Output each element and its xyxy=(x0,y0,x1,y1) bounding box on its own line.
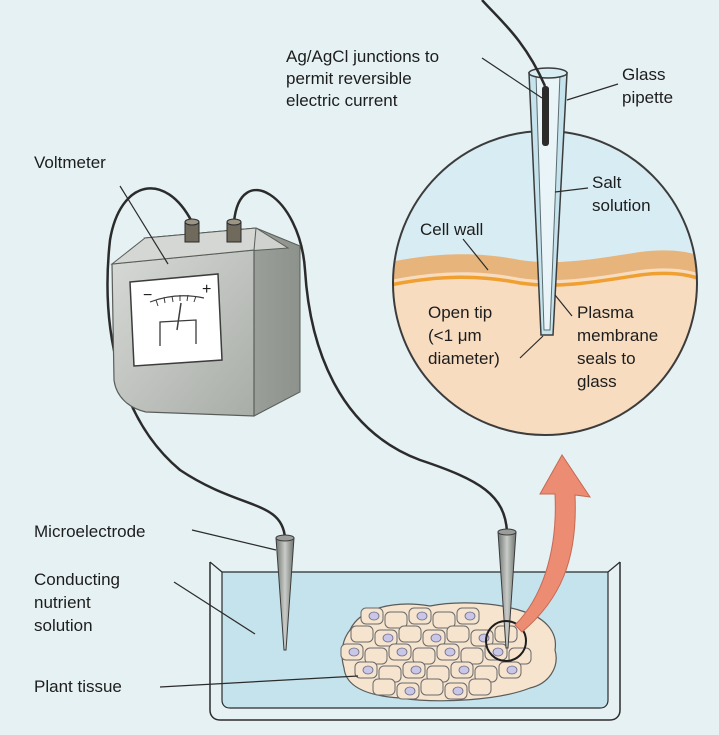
cell-nucleus xyxy=(348,647,360,657)
cell-nucleus xyxy=(492,647,504,657)
label-plasma-line1: Plasma xyxy=(577,303,634,322)
tissue-cell xyxy=(384,611,408,629)
leader-microelectrode xyxy=(191,529,277,551)
label-cell-wall: Cell wall xyxy=(420,220,483,239)
leader-plant-tissue xyxy=(159,675,359,688)
leader-pipette xyxy=(566,83,619,101)
tissue-cell xyxy=(446,625,470,643)
magnify-arrow xyxy=(514,454,592,633)
label-conducting-solution: Conducting nutrient solution xyxy=(34,570,125,635)
measuring-microelectrode xyxy=(497,528,517,649)
voltmeter-terminal-right xyxy=(226,218,242,243)
label-open-tip-line1: Open tip xyxy=(428,303,492,322)
leader-cell-wall xyxy=(462,238,489,271)
label-conducting-line1: Conducting xyxy=(34,570,120,589)
cell-nucleus xyxy=(464,611,476,621)
label-pipette-line2: pipette xyxy=(622,88,673,107)
tissue-cell xyxy=(350,625,374,643)
cell-nucleus xyxy=(452,686,464,696)
cell-nucleus xyxy=(506,665,518,675)
cell-nucleus xyxy=(416,611,428,621)
plant-tissue xyxy=(340,602,557,702)
label-glass-pipette: Glass pipette xyxy=(622,65,673,107)
cell-nucleus xyxy=(458,665,470,675)
tissue-cell xyxy=(398,625,422,643)
label-salt-solution: Salt solution xyxy=(592,173,651,215)
cell-nucleus xyxy=(404,686,416,696)
label-open-tip-line3: diameter) xyxy=(428,349,500,368)
cell-nucleus xyxy=(396,647,408,657)
glass-pipette xyxy=(481,0,568,336)
magnification-target-circle xyxy=(485,620,527,662)
voltmeter-terminal-left xyxy=(184,218,200,243)
leader-plasma xyxy=(554,294,573,317)
leader-open-tip xyxy=(519,335,544,359)
cell-nucleus xyxy=(368,611,380,621)
label-salt-line2: solution xyxy=(592,196,651,215)
label-plasma-line4: glass xyxy=(577,372,617,391)
tissue-cell xyxy=(372,678,396,696)
ag-agcl-electrode xyxy=(542,86,549,146)
leader-salt xyxy=(554,187,589,193)
cell-nucleus xyxy=(362,665,374,675)
label-open-tip: Open tip (<1 μm diameter) xyxy=(428,303,500,368)
label-conducting-line2: nutrient xyxy=(34,593,91,612)
label-junctions-line1: Ag/AgCl junctions to xyxy=(286,47,439,66)
leader-junctions xyxy=(481,57,543,99)
label-open-tip-line2: (<1 μm xyxy=(428,326,482,345)
meter-minus-sign: − xyxy=(143,287,152,304)
label-plant-tissue: Plant tissue xyxy=(34,677,122,696)
cell-nucleus xyxy=(430,633,442,643)
label-salt-line1: Salt xyxy=(592,173,622,192)
tissue-cell xyxy=(468,678,492,696)
label-pipette-line1: Glass xyxy=(622,65,665,84)
cytoplasm-region xyxy=(393,260,697,435)
label-voltmeter: Voltmeter xyxy=(34,153,106,172)
label-junctions-line3: electric current xyxy=(286,91,398,110)
voltmeter-device: − + xyxy=(110,218,301,417)
pipette-wire xyxy=(481,0,547,87)
cell-nucleus xyxy=(410,665,422,675)
label-plasma-membrane: Plasma membrane seals to glass xyxy=(577,303,663,391)
leader-conducting xyxy=(173,581,256,635)
label-conducting-line3: solution xyxy=(34,616,93,635)
plasma-membrane-line xyxy=(393,271,697,287)
label-microelectrode: Microelectrode xyxy=(34,522,146,541)
cell-nucleus xyxy=(382,633,394,643)
cell-nucleus xyxy=(444,647,456,657)
tissue-cell xyxy=(420,678,444,696)
tissue-cell xyxy=(432,611,456,629)
label-junctions-line2: permit reversible xyxy=(286,69,412,88)
reference-microelectrode xyxy=(275,534,295,651)
label-plasma-line2: membrane xyxy=(577,326,658,345)
meter-plus-sign: + xyxy=(202,281,211,298)
label-junctions: Ag/AgCl junctions to permit reversible e… xyxy=(286,47,444,110)
voltmeter-display: − + xyxy=(129,273,223,367)
leader-voltmeter xyxy=(119,185,169,265)
label-plasma-line3: seals to xyxy=(577,349,636,368)
wire-right xyxy=(232,188,509,533)
